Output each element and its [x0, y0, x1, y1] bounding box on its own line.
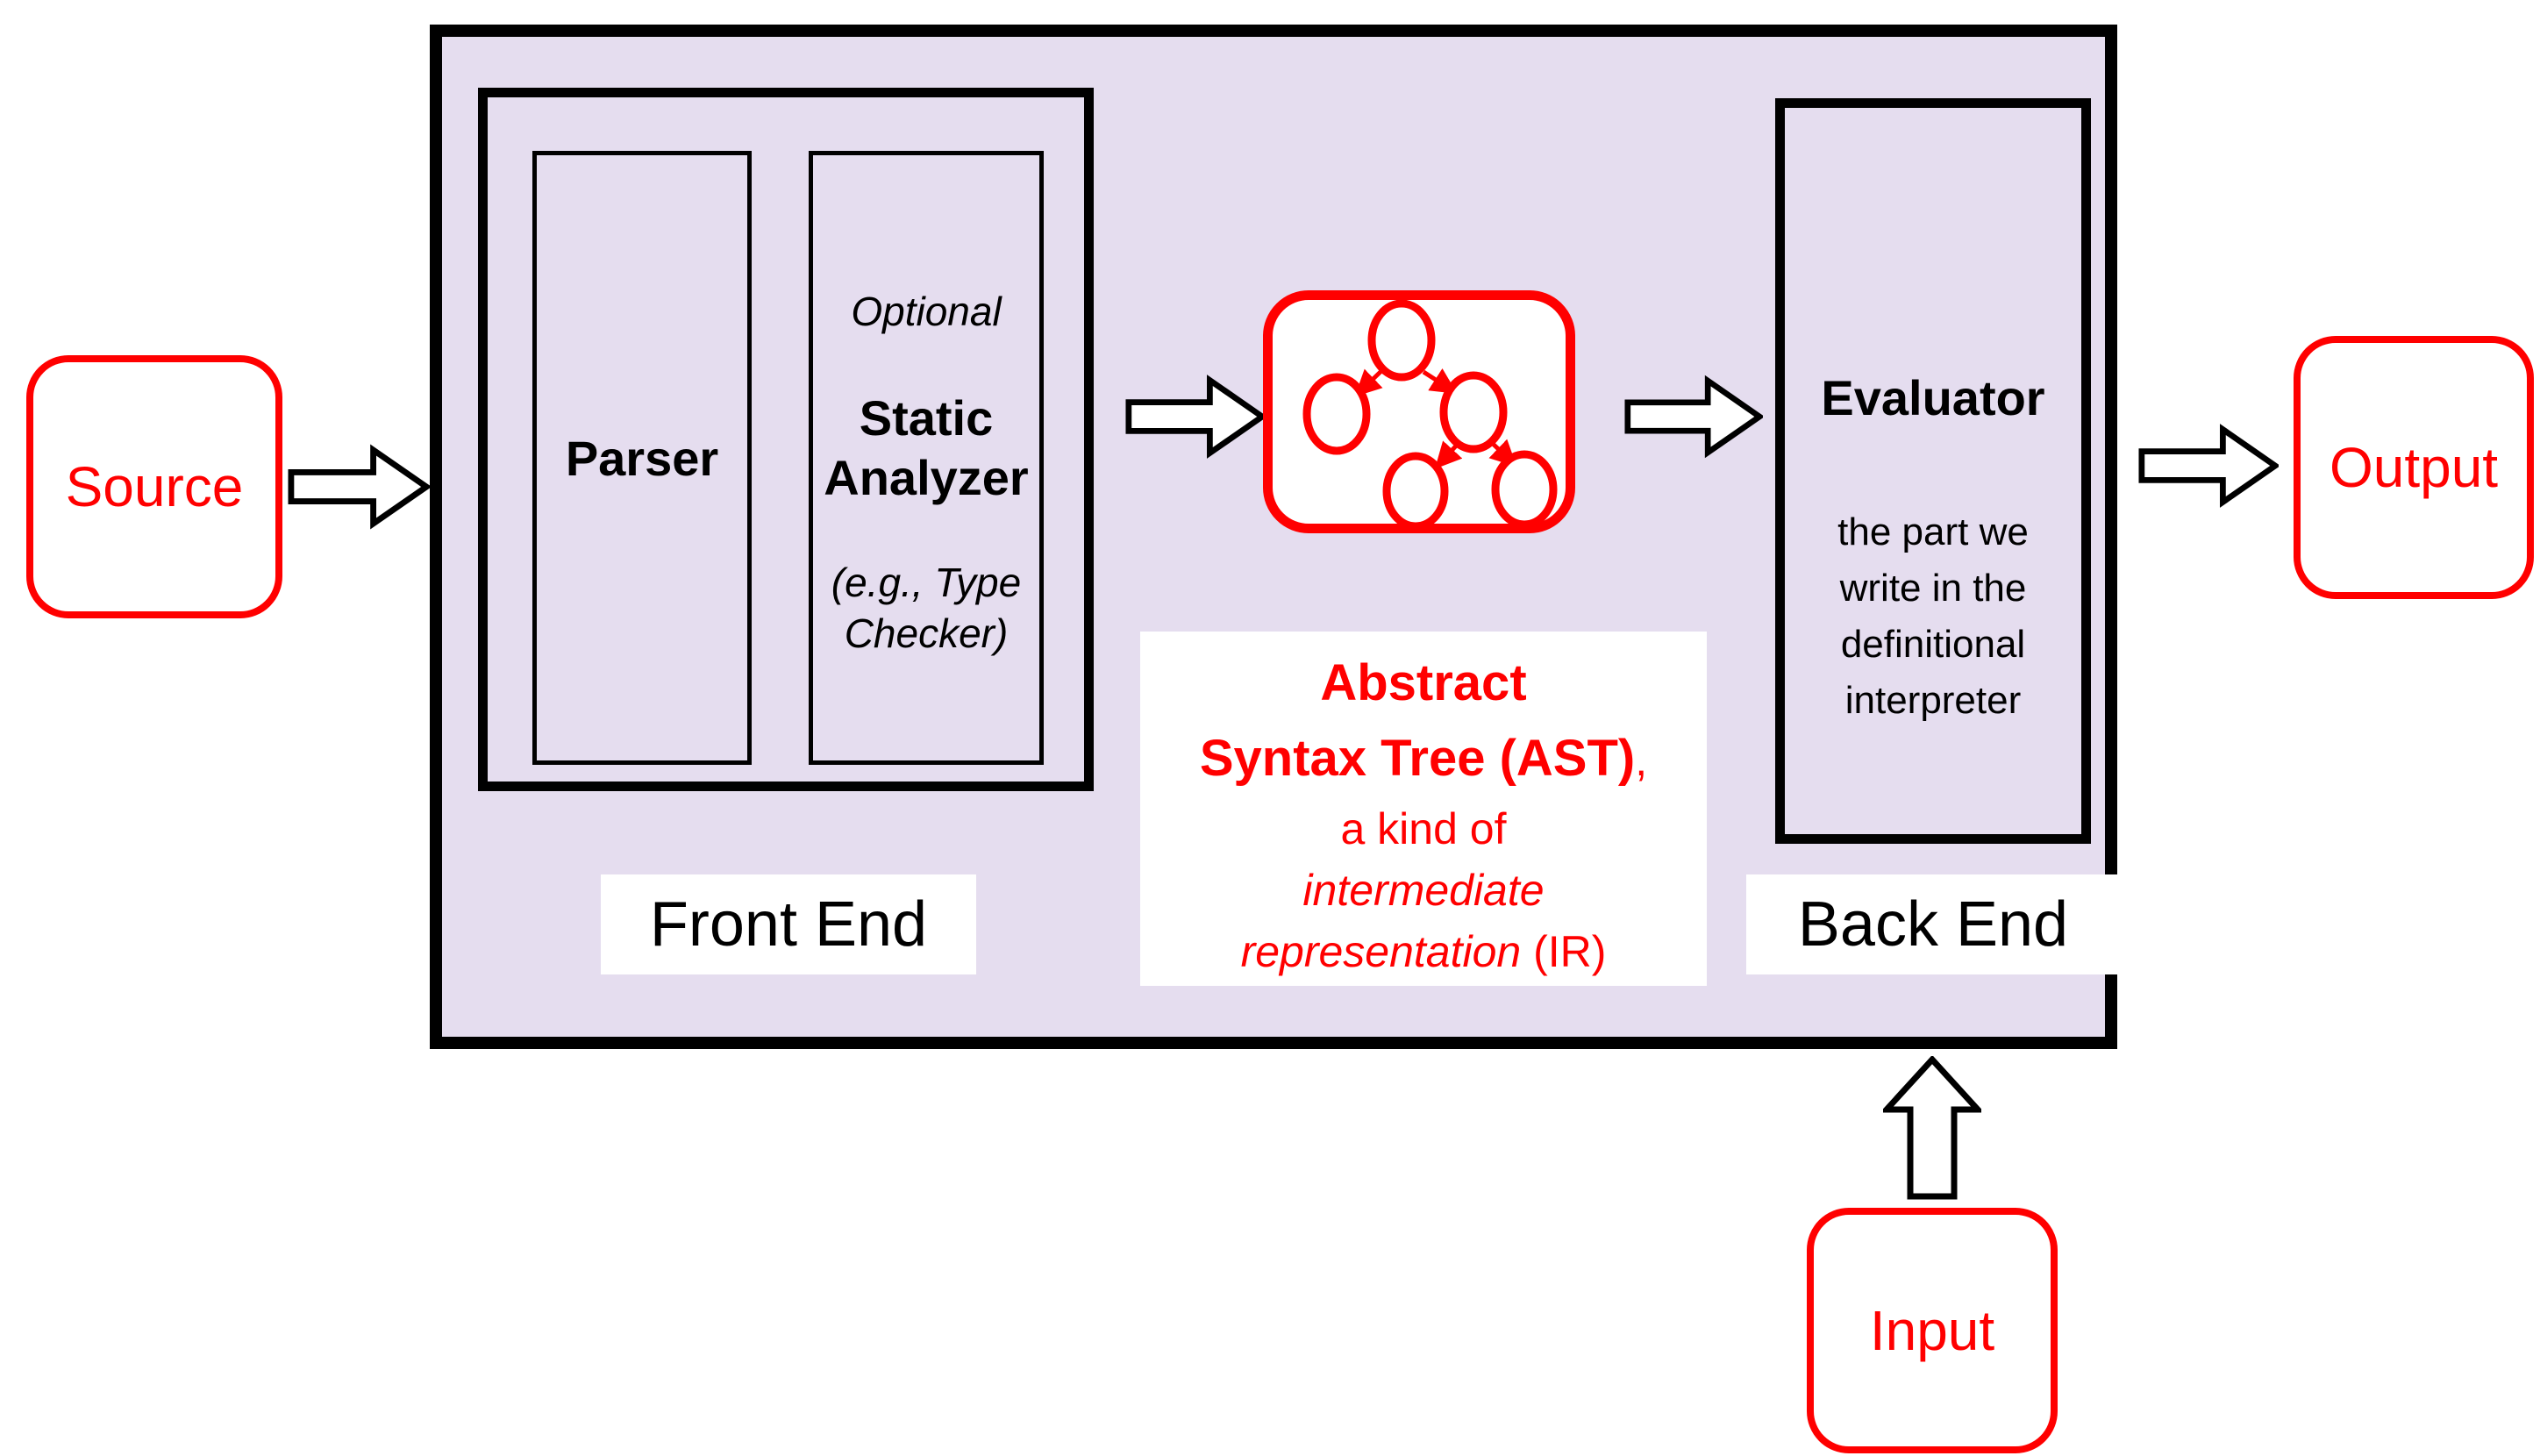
input-label: Input	[1869, 1299, 1995, 1362]
parser-label: Parser	[565, 430, 719, 486]
front-end-box	[478, 88, 1094, 791]
evaluator-note: the part we write in the definitional in…	[1837, 510, 2029, 722]
arrow-input-to-backend-icon	[1883, 1056, 1981, 1200]
arrow-ast-to-evaluator-icon	[1624, 375, 1763, 459]
ast-caption-line-5: representation (IR)	[1240, 927, 1607, 976]
arrow-frontend-to-ast-icon	[1125, 375, 1266, 459]
static-analyzer-label: Static Analyzer	[824, 390, 1029, 505]
optional-label: Optional	[851, 289, 1002, 334]
evaluator-label: Evaluator	[1821, 370, 2045, 425]
ast-caption: Abstract Syntax Tree (AST), a kind of in…	[1140, 632, 1707, 986]
source-node: Source	[26, 355, 282, 618]
ast-node	[1263, 290, 1575, 533]
type-checker-example-label: (e.g., Type Checker)	[831, 560, 1022, 656]
ast-caption-line-2: Syntax Tree (AST),	[1199, 730, 1648, 787]
ast-caption-line-4: intermediate	[1302, 866, 1545, 915]
parser-node: Parser	[532, 151, 752, 765]
ast-caption-line-1: Abstract	[1320, 654, 1527, 711]
front-end-label: Front End	[601, 874, 976, 974]
input-node: Input	[1807, 1208, 2058, 1453]
arrow-backend-to-output-icon	[2138, 424, 2279, 508]
static-analyzer-node: Optional Static Analyzer (e.g., Type Che…	[809, 151, 1044, 765]
source-label: Source	[65, 455, 244, 518]
output-node: Output	[2294, 336, 2534, 599]
arrow-source-to-frontend-icon	[288, 444, 430, 530]
ast-tree-icon	[1302, 299, 1558, 531]
ast-caption-line-3: a kind of	[1340, 804, 1507, 853]
evaluator-node: Evaluator the part we write in the defin…	[1775, 98, 2091, 844]
output-label: Output	[2329, 436, 2499, 499]
back-end-label: Back End	[1746, 874, 2120, 974]
